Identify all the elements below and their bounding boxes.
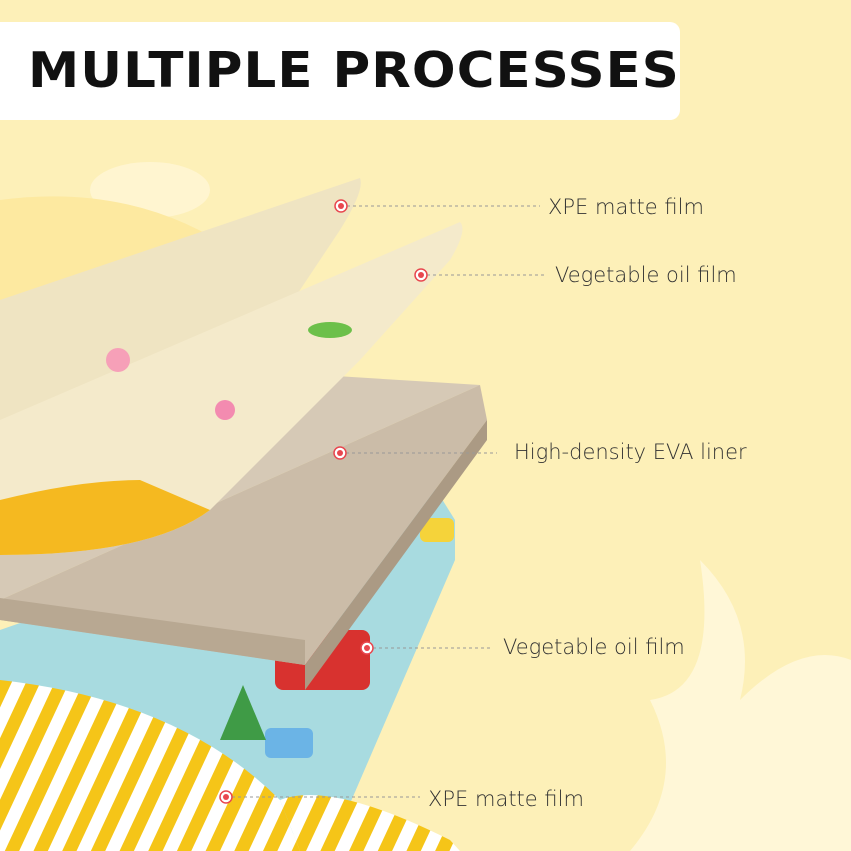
flower-icon <box>106 348 130 372</box>
callout-dot-icon <box>334 199 348 213</box>
callout-vegetable-oil-top: Vegetable oil film <box>555 263 737 287</box>
callout-dots <box>219 199 428 804</box>
callout-lines <box>232 205 545 798</box>
callout-dot-icon <box>219 790 233 804</box>
callout-eva-liner: High-density EVA liner <box>514 440 747 464</box>
car-icon <box>265 728 313 758</box>
leaf-decoration <box>630 560 851 851</box>
callout-xpe-bottom: XPE matte film <box>428 787 584 811</box>
leaf-icon <box>308 322 352 338</box>
flower-icon <box>215 400 235 420</box>
xpe-film-bottom <box>0 680 300 851</box>
page-title: MULTIPLE PROCESSES <box>28 42 680 99</box>
eva-slab-side <box>305 420 487 690</box>
callout-dot-icon <box>360 641 374 655</box>
callout-vegetable-oil-bottom: Vegetable oil film <box>503 635 685 659</box>
tree-icon <box>220 685 266 740</box>
xpe-film-bottom-curl <box>280 795 460 851</box>
callout-dot-icon <box>333 446 347 460</box>
callout-xpe-top: XPE matte film <box>548 195 704 219</box>
eva-slab-surface <box>0 385 487 665</box>
eva-slab-edge <box>0 598 305 665</box>
vegetable-oil-film-top <box>0 222 463 555</box>
callout-dot-icon <box>414 268 428 282</box>
car-icon <box>420 518 454 542</box>
cartoon-character <box>0 480 210 555</box>
title-banner <box>0 22 680 120</box>
